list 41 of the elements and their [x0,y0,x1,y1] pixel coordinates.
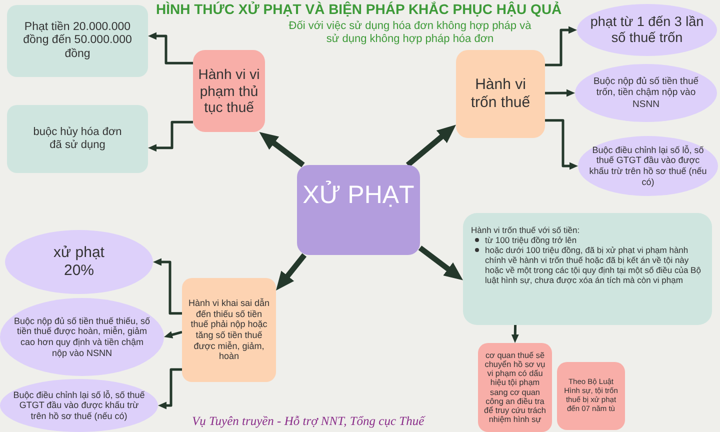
node-text: xử phạt 20% [52,244,106,280]
title: HÌNH THỨC XỬ PHẠT VÀ BIỆN PHÁP KHẮC PHỤC HẬU QUẢ [156,1,562,17]
arrow [511,324,519,343]
node-text: Hành vi vi phạm thủ tục thuế [198,66,260,116]
category-box [456,50,545,138]
bullet-text: từ 100 triệu đồng trở lên [485,235,577,246]
node-text: cơ quan thuế sẽ chuyển hồ sơ vụ vi phạm có dấu hiệu tội phạm sang cơ quan công an điều tra để truy cứu trách nhiệm hình sự [483,350,547,424]
bullet-text: hoặc dưới 100 triệu đồng, đã bị xử phạt vi phạm hành chính về hành vi trốn thuế hoặc đã bị kết án về tội này hoặc về một trong các tội quy định tại một số điều của Bộ luật hình sự, chưa được xóa án tích mà còn vi phạm [485,245,702,286]
node-text: Hành vi khai sai dẫn đến thiếu số tiền thuế phải nộp hoặc tăng số tiền thuế được miễn, giảm, hoàn [187,298,271,362]
arrow [545,26,577,66]
arrow [148,32,193,64]
arrow [148,120,193,152]
node-text: Buộc điều chỉnh lại số lỗ, số thuế GTGT đầu vào được khấu trừ trên hồ sơ thuế (nếu có) [12,390,146,422]
arrow [545,119,578,170]
note-box [7,105,148,173]
note-box [557,362,625,430]
subtitle: Đối với việc sử dụng hóa đơn không hợp pháp và sử dụng không hợp pháp hóa đơn [288,20,532,46]
node-text: Buộc nộp đủ số tiền thuế trốn, tiền chậm nộp vào NSNN [592,76,700,110]
topic-box [297,165,420,255]
source-credit: Vụ Tuyên truyền - Hỗ trợ NNT, Tổng cục Thuế [192,414,426,429]
arrow [418,246,463,280]
arrow [406,124,456,168]
arrow [153,258,182,315]
note-box [7,5,148,77]
heading-text: Hành vi trốn thuế với số tiền: [471,225,581,236]
category-box [182,278,276,382]
node-text: buộc hủy hóa đơn đã sử dụng [33,126,122,152]
node-text: Buộc nộp đủ số tiền thuế thiếu, số tiền thuế được hoàn, miễn, giảm cao hơn quy định và tiền chậm nộp vào NSNN [12,316,152,358]
category-box [193,50,265,132]
node-text: Buộc điều chỉnh lại số lỗ, số thuế GTGT đầu vào được khấu trừ trên hồ sơ thuế (nếu có) [588,144,708,188]
arrow [164,330,182,338]
note-box [478,343,552,432]
node-text: XỬ PHẠT [302,181,414,210]
note-box [463,213,712,325]
arrow [545,89,575,97]
node-text: phạt từ 1 đến 3 lần số thuế trốn [589,14,705,46]
node-text: Phạt tiền 20.000.000 đồng đến 50.000.000 đồng [22,20,133,62]
arrow [158,368,182,410]
node-text: Hành vi trốn thuế [470,76,532,112]
arrow [259,132,305,168]
arrow [276,253,307,290]
